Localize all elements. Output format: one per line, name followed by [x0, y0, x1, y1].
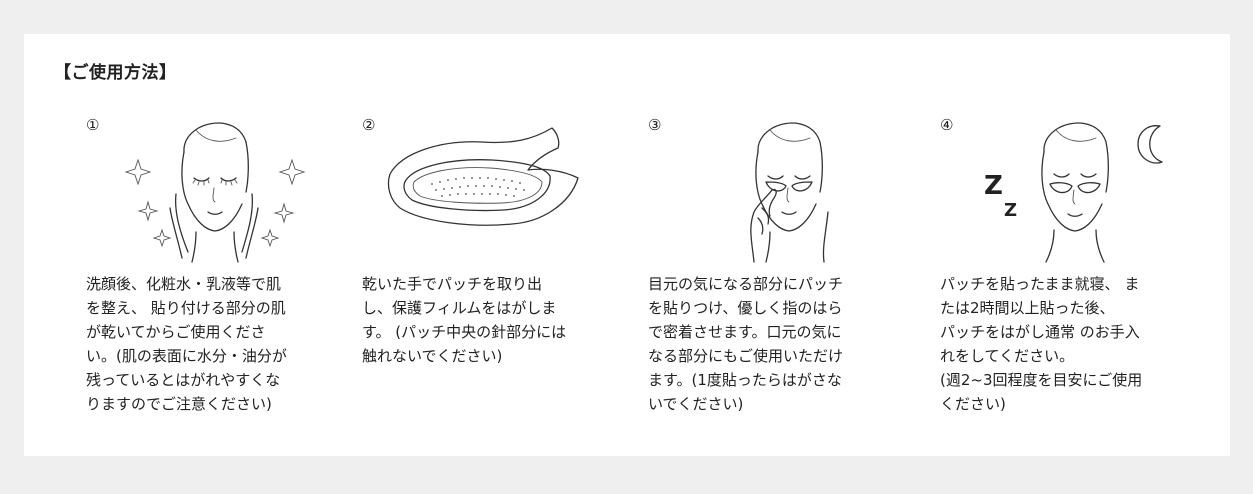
section-title: 【ご使用方法】 [54, 63, 177, 83]
step-1-text: 洗顔後、化粧水・乳液等で肌 を整え、 貼り付ける部分の肌 が乾いてからご使用くだ… [86, 275, 287, 413]
step-2: ② 乾いた手でパッチを取り出 し、保護フィルムをはがしま す。 (パッチ中央の針… [362, 112, 612, 442]
step-3-number: ③ [648, 116, 662, 134]
usage-instructions-card: 【ご使用方法】 ① 洗顔後、 [24, 34, 1230, 456]
step-2-text: 乾いた手でパッチを取り出 し、保護フィルムをはがしま す。 (パッチ中央の針部分… [362, 275, 567, 365]
step-4-text: パッチを貼ったまま就寝、 ま たは2時間以上貼った後、 パッチをはがし通常 のお… [940, 275, 1143, 413]
eye-patch-peeling-film-icon [387, 127, 579, 226]
sleeping-face-with-patches-moon-icon: Z Z [984, 122, 1163, 263]
step-1-number: ① [86, 116, 100, 134]
step-4-number: ④ [940, 116, 954, 134]
sleep-letter-large: Z [984, 171, 1003, 201]
face-applying-eye-patch-icon [750, 122, 829, 263]
step-2-number: ② [362, 116, 376, 134]
step-3: ③ 目元の気になる部分にパッチ を貼りつけ、優しく指のはら で密着させます。口元… [648, 112, 898, 442]
step-1: ① 洗顔後、化粧水・乳液等で肌 を整え、 貼り付け [86, 112, 336, 442]
sleep-letter-small: Z [1004, 200, 1017, 221]
face-with-hands-and-sparkles-icon [124, 122, 306, 263]
step-4: ④ Z Z パッチを貼ったまま就寝、 ま たは2時間以上貼った後、 パッチをはが… [940, 112, 1190, 442]
step-3-text: 目元の気になる部分にパッチ を貼りつけ、優しく指のはら で密着させます。口元の気… [648, 275, 844, 413]
